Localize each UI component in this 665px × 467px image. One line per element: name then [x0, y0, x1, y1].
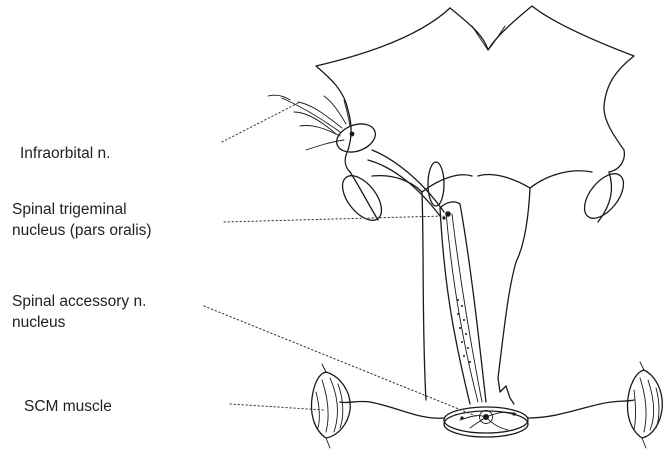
- brainstem-outline: [316, 6, 634, 172]
- label-spinal-accessory-nucleus: Spinal accessory n. nucleus: [12, 291, 146, 333]
- leader-spinal-accessory: [204, 306, 476, 416]
- leader-spinal-trigeminal: [224, 216, 444, 222]
- label-spinal-trigeminal-nucleus: Spinal trigeminal nucleus (pars oralis): [12, 199, 152, 241]
- label-scm-text: SCM muscle: [24, 396, 112, 417]
- brainstem-floor: [422, 162, 530, 206]
- right-scm-muscle: [628, 362, 663, 448]
- label-spinal-accessory-line-1: Spinal accessory n.: [12, 291, 146, 312]
- label-spinal-accessory-line-2: nucleus: [12, 312, 146, 333]
- leader-infraorbital: [222, 102, 300, 142]
- leader-scm: [230, 404, 324, 410]
- infraorbital-nerve: [268, 95, 444, 216]
- label-infraorbital-text: Infraorbital n.: [20, 143, 110, 164]
- label-spinal-trigeminal-line-2: nucleus (pars oralis): [12, 220, 152, 241]
- left-scm-muscle: [312, 364, 351, 448]
- label-spinal-trigeminal-line-1: Spinal trigeminal: [12, 199, 152, 220]
- label-infraorbital-nerve: Infraorbital n.: [20, 143, 110, 164]
- label-scm-muscle: SCM muscle: [24, 396, 112, 417]
- right-peduncle: [530, 167, 631, 225]
- accessory-nerve-system: [312, 362, 663, 448]
- spinal-trigeminal-column: [440, 202, 486, 404]
